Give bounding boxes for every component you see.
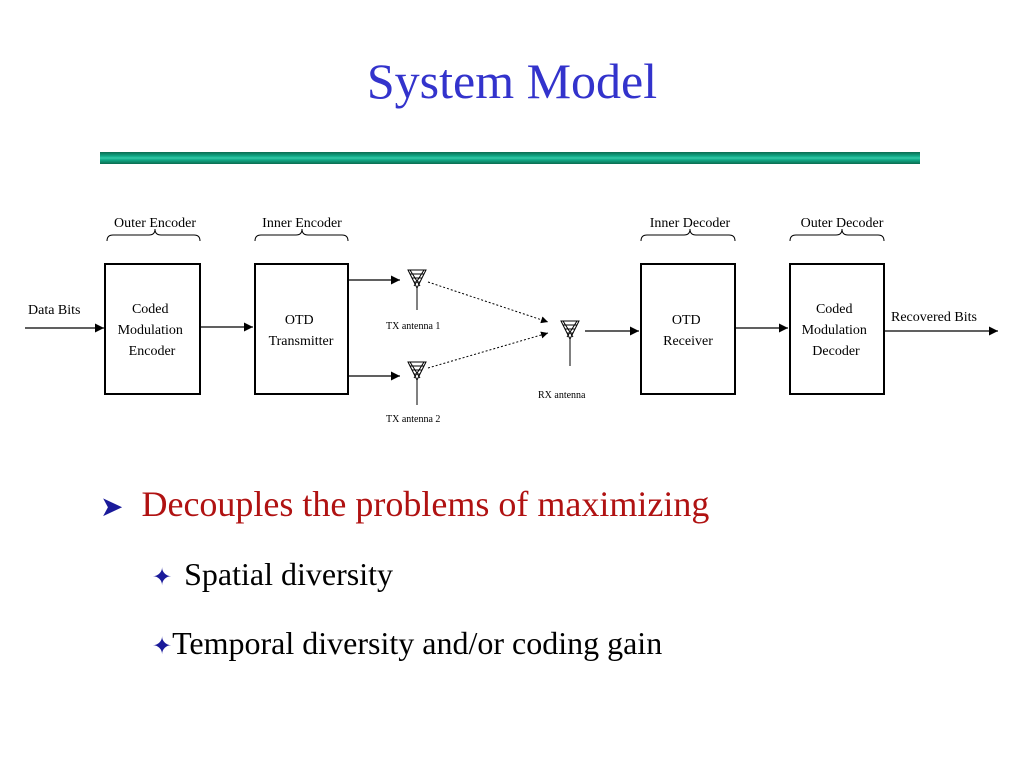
title-divider [100, 152, 920, 164]
receiver-block-text: OTD Receiver [663, 313, 713, 349]
sub-bullet-1-text: Spatial diversity [184, 556, 393, 592]
outer-decoder-label: Outer Decoder [801, 216, 884, 231]
recovered-bits-label: Recovered Bits [891, 310, 977, 325]
main-bullet: ➤ Decouples the problems of maximizing [100, 483, 709, 525]
transmitter-block-text: OTD Transmitter [269, 313, 334, 349]
inner-encoder-brace [254, 228, 349, 242]
dotted-path-1 [427, 281, 549, 324]
slide-title: System Model [366, 53, 658, 109]
inner-decoder-brace [640, 228, 736, 242]
dotted-path-2 [427, 331, 549, 369]
system-block-diagram: Outer Encoder Inner Encoder Inner Decode… [25, 216, 998, 425]
four-point-star-icon: ✦ [152, 634, 173, 660]
encoder-block-text: Coded Modulation Encoder [118, 302, 187, 359]
sub-bullet-2-text: Temporal diversity and/or coding gain [172, 625, 663, 661]
otd-receiver-block [640, 263, 736, 395]
rx-antenna-icon [560, 320, 580, 366]
tx-antenna-2-icon [407, 361, 427, 405]
main-bullet-text: Decouples the problems of maximizing [141, 484, 710, 524]
otd-transmitter-block [254, 263, 349, 395]
outer-decoder-brace [789, 228, 885, 242]
outer-encoder-label: Outer Encoder [114, 216, 196, 231]
inner-decoder-label: Inner Decoder [650, 216, 731, 231]
tx-antenna-2-label: TX antenna 2 [386, 414, 440, 425]
arrowhead-bullet-icon: ➤ [100, 492, 124, 523]
sub-bullet-2: ✦Temporal diversity and/or coding gain [152, 625, 662, 662]
tx-antenna-1-icon [407, 269, 427, 310]
coded-modulation-encoder-block [104, 263, 201, 395]
four-point-star-icon: ✦ [152, 565, 173, 591]
tx-antenna-1-label: TX antenna 1 [386, 321, 440, 332]
sub-bullet-1: ✦ Spatial diversity [152, 556, 393, 593]
outer-encoder-brace [106, 228, 201, 242]
coded-modulation-decoder-block [789, 263, 885, 395]
data-bits-label: Data Bits [28, 303, 81, 318]
decoder-block-text: Coded Modulation Decoder [802, 302, 871, 359]
rx-antenna-label: RX antenna [538, 390, 586, 401]
inner-encoder-label: Inner Encoder [262, 216, 342, 231]
